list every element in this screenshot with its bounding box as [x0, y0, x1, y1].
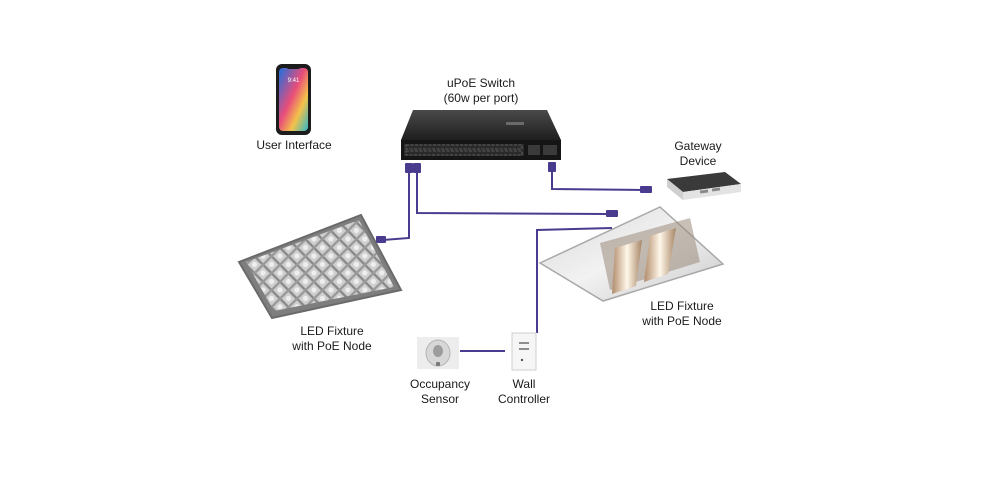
connector-plug: [413, 163, 421, 173]
cables: [382, 170, 643, 352]
cable-fixture-to-wall-controller: [536, 227, 613, 333]
occupancy-sensor-label-line: Occupancy: [409, 377, 471, 391]
wall-controller-label-line: Controller: [497, 392, 551, 406]
wall-controller-label-line: Wall: [512, 377, 536, 391]
connector-plug: [405, 163, 413, 173]
right-fixture-label-line: with PoE Node: [642, 314, 722, 328]
wall-controller-icon: [511, 332, 537, 371]
left-fixture-label-line: with PoE Node: [292, 339, 372, 353]
right-fixture-label: LED Fixture with PoE Node: [630, 299, 734, 329]
gateway-device-label: Gateway Device: [660, 139, 736, 169]
led-fixture-right-icon: [538, 206, 725, 302]
cable-switch-to-gateway: [551, 170, 643, 191]
occupancy-sensor-label: Occupancy Sensor: [398, 377, 482, 407]
connector-plug: [606, 210, 618, 217]
svg-text:9:41: 9:41: [288, 78, 300, 84]
led-fixture-left-icon: [237, 213, 403, 320]
switch-label-line: (60w per port): [443, 91, 519, 105]
gateway-label-line: Device: [679, 154, 717, 168]
smartphone-icon: 9:41: [276, 64, 311, 135]
occupancy-sensor-label-line: Sensor: [420, 392, 460, 406]
switch-label: uPoE Switch (60w per port): [425, 76, 537, 106]
left-fixture-label-line: LED Fixture: [300, 324, 364, 338]
gateway-device-icon: [667, 172, 741, 200]
right-fixture-label-line: LED Fixture: [650, 299, 714, 313]
gateway-label-line: Gateway: [674, 139, 722, 153]
user-interface-label-line: User Interface: [256, 138, 332, 152]
occupancy-sensor-icon: [417, 337, 459, 369]
switch-ports: [405, 144, 523, 156]
cable-switch-to-left-fixture: [382, 172, 410, 241]
cable-switch-to-right-fixture: [416, 172, 609, 215]
user-interface-label: User Interface: [242, 138, 346, 153]
cable-connectors: [376, 162, 652, 243]
poe-switch-device: [401, 110, 561, 160]
wall-controller-label: Wall Controller: [488, 377, 560, 407]
switch-label-line: uPoE Switch: [446, 76, 516, 90]
connector-plug: [640, 186, 652, 193]
connector-plug: [376, 236, 386, 243]
left-fixture-label: LED Fixture with PoE Node: [280, 324, 384, 354]
connector-plug: [548, 162, 556, 172]
